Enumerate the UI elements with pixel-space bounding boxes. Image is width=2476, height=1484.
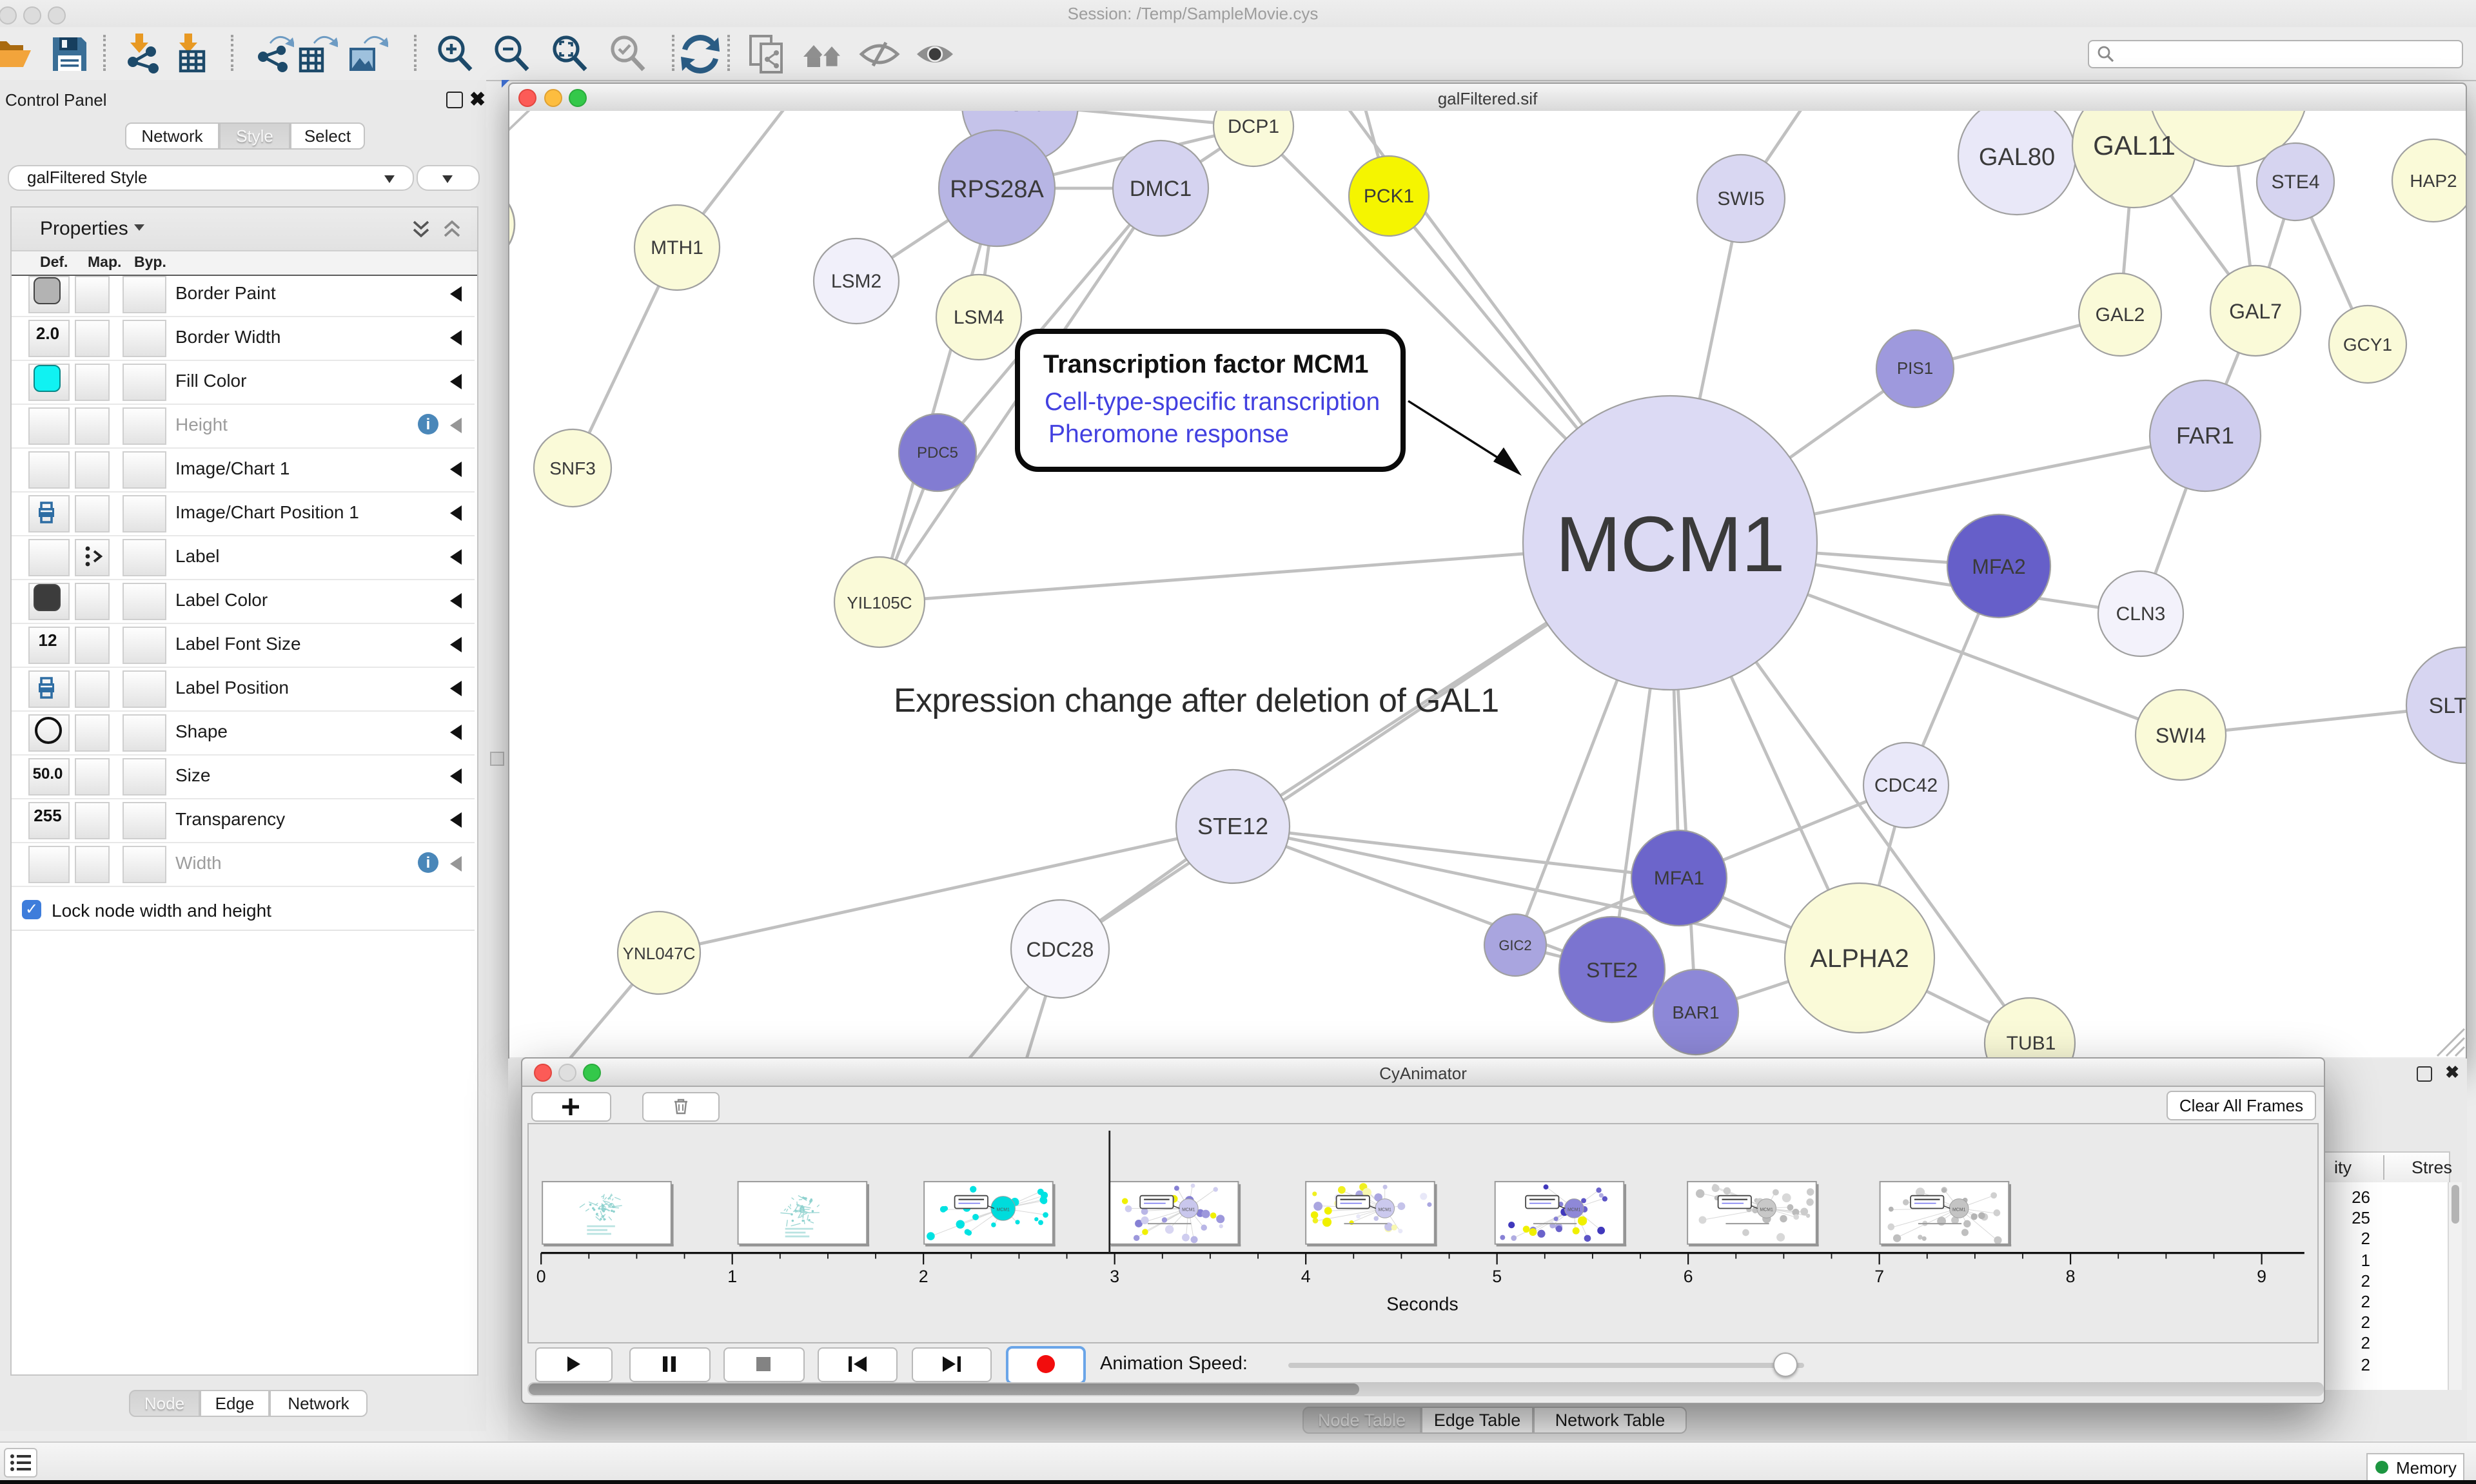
svg-text:MFA1: MFA1 <box>1654 868 1704 889</box>
svg-text:GAL2: GAL2 <box>2096 304 2145 326</box>
svg-text:PDC5: PDC5 <box>917 444 958 462</box>
svg-text:PIS1: PIS1 <box>1897 358 1933 378</box>
svg-text:SWI5: SWI5 <box>1717 188 1764 210</box>
svg-text:LSM2: LSM2 <box>831 271 881 292</box>
svg-text:MCM1: MCM1 <box>1567 1207 1580 1212</box>
svg-text:Pheromone response: Pheromone response <box>1048 420 1289 448</box>
svg-text:TUB1: TUB1 <box>2007 1033 2056 1054</box>
svg-text:3: 3 <box>1110 1267 1119 1286</box>
svg-text:0: 0 <box>536 1267 546 1286</box>
svg-text:PCK1: PCK1 <box>1364 186 1414 207</box>
svg-text:Expression change after deleti: Expression change after deletion of GAL1 <box>894 682 1499 719</box>
svg-text:DMC1: DMC1 <box>1130 177 1192 201</box>
svg-text:YIL105C: YIL105C <box>847 593 912 612</box>
svg-text:MCM1: MCM1 <box>1952 1207 1965 1212</box>
svg-text:MCM1: MCM1 <box>997 1207 1010 1212</box>
svg-text:2: 2 <box>919 1267 928 1286</box>
svg-text:GAL11: GAL11 <box>2093 130 2176 161</box>
svg-text:Cell-type-specific transcripti: Cell-type-specific transcription <box>1045 388 1380 416</box>
svg-text:STE4: STE4 <box>2271 171 2319 193</box>
svg-text:CDC42: CDC42 <box>1874 775 1938 796</box>
svg-text:STE12: STE12 <box>1197 813 1268 839</box>
svg-text:RPS28B: RPS28B <box>983 111 1057 115</box>
svg-text:GAL7: GAL7 <box>2229 300 2282 323</box>
svg-text:9: 9 <box>2257 1267 2266 1286</box>
svg-text:RPS28A: RPS28A <box>950 176 1044 203</box>
svg-text:LSM4: LSM4 <box>954 307 1004 328</box>
svg-text:MFA2: MFA2 <box>1972 555 2026 578</box>
svg-text:BAR1: BAR1 <box>1672 1002 1719 1022</box>
svg-text:SNF3: SNF3 <box>549 458 596 478</box>
svg-text:GAL80: GAL80 <box>1979 144 2055 171</box>
svg-text:SWI4: SWI4 <box>2156 724 2206 747</box>
svg-text:STE2: STE2 <box>1586 959 1638 982</box>
svg-text:MTH1: MTH1 <box>651 237 703 259</box>
svg-text:7: 7 <box>1874 1267 1884 1286</box>
svg-text:CDC28: CDC28 <box>1027 938 1094 961</box>
svg-text:HAP2: HAP2 <box>2410 171 2457 191</box>
svg-text:MCM1: MCM1 <box>1182 1207 1195 1212</box>
svg-text:6: 6 <box>1684 1267 1693 1286</box>
svg-text:DCP1: DCP1 <box>1228 116 1279 137</box>
svg-text:MCM1: MCM1 <box>1555 500 1784 588</box>
svg-text:Seconds: Seconds <box>1386 1294 1459 1315</box>
svg-text:CLN3: CLN3 <box>2116 603 2166 625</box>
svg-text:MCM1: MCM1 <box>1760 1207 1773 1212</box>
svg-text:ALPHA2: ALPHA2 <box>1810 944 1909 973</box>
svg-text:1: 1 <box>727 1267 737 1286</box>
svg-text:5: 5 <box>1492 1267 1502 1286</box>
svg-text:MCM1: MCM1 <box>1379 1207 1391 1212</box>
svg-text:FAR1: FAR1 <box>2176 422 2234 449</box>
svg-text:Transcription factor MCM1: Transcription factor MCM1 <box>1043 350 1369 378</box>
svg-text:GIC2: GIC2 <box>1498 937 1531 953</box>
svg-text:YNL047C: YNL047C <box>623 944 696 963</box>
svg-text:GCY1: GCY1 <box>2343 335 2392 355</box>
svg-text:8: 8 <box>2066 1267 2076 1286</box>
svg-text:4: 4 <box>1301 1267 1311 1286</box>
svg-text:SLT2: SLT2 <box>2429 694 2466 718</box>
